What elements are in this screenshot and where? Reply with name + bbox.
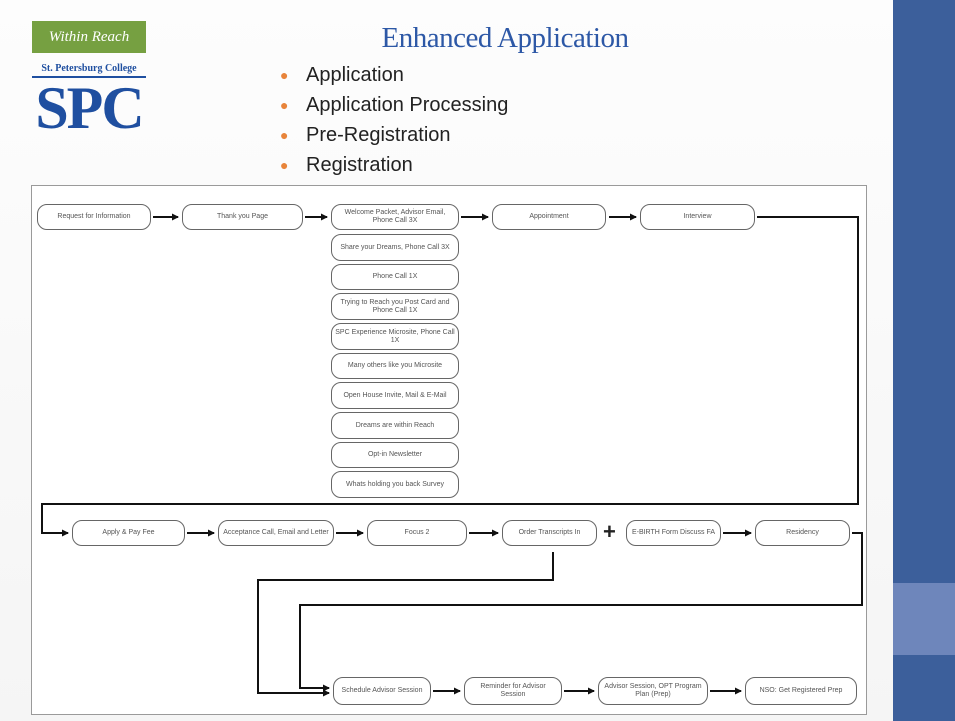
bullet-item: ● Application Processing [280, 90, 508, 120]
flow-node: Schedule Advisor Session [333, 677, 431, 705]
logo-tagline: Within Reach [32, 21, 146, 53]
flow-node: Reminder for Advisor Session [464, 677, 562, 705]
flow-node: Trying to Reach you Post Card and Phone … [331, 293, 459, 320]
flow-node: Open House Invite, Mail & E-Mail [331, 382, 459, 409]
bullet-item: ● Application [280, 60, 508, 90]
flow-node: Share your Dreams, Phone Call 3X [331, 234, 459, 261]
bullet-text: Application Processing [306, 94, 509, 116]
flow-node: Apply & Pay Fee [72, 520, 185, 546]
flow-node: Focus 2 [367, 520, 467, 546]
flow-node: Acceptance Call, Email and Letter [218, 520, 334, 546]
connector-transcripts-to-schedule [257, 552, 554, 697]
flow-node: Thank you Page [182, 204, 303, 230]
bullet-text: Application [306, 64, 404, 86]
accent-stripe [893, 583, 955, 655]
flow-node: Welcome Packet, Advisor Email, Phone Cal… [331, 204, 459, 230]
bullet-item: ● Pre-Registration [280, 120, 508, 150]
flow-node: Many others like you Microsite [331, 353, 459, 379]
flow-node: Phone Call 1X [331, 264, 459, 290]
flow-node: Request for Information [37, 204, 151, 230]
flow-node: NSO: Get Registered Prep [745, 677, 857, 705]
bullet-text: Registration [306, 154, 413, 176]
flow-node: Order Transcripts In [502, 520, 597, 546]
flow-node: E-BIRTH Form Discuss FA [626, 520, 721, 546]
logo-wordmark: SPC [35, 75, 144, 141]
flow-node: Whats holding you back Survey [331, 471, 459, 498]
bullet-item: ● Registration [280, 150, 508, 180]
slide-title: Enhanced Application [381, 22, 629, 54]
bullet-list: ● Application ● Application Processing ● Pr… [280, 60, 508, 180]
bullet-text: Pre-Registration [306, 124, 451, 146]
flow-node: Appointment [492, 204, 606, 230]
plus-sign: + [603, 519, 616, 544]
connector-interview-to-apply [41, 216, 859, 537]
flow-node: Interview [640, 204, 755, 230]
flow-node: Residency [755, 520, 850, 546]
flow-node: Dreams are within Reach [331, 412, 459, 439]
flow-node: Opt-in Newsletter [331, 442, 459, 468]
bullet-dot-icon: ● [280, 157, 289, 173]
logo-college-name: St. Petersburg College [41, 63, 137, 74]
logo-divider [32, 76, 146, 78]
bullet-dot-icon: ● [280, 67, 289, 83]
connector-residency-to-schedule [299, 532, 863, 692]
bullet-dot-icon: ● [280, 127, 289, 143]
bullet-dot-icon: ● [280, 97, 289, 113]
right-accent-bar [893, 0, 955, 721]
flow-node: Advisor Session, OPT Program Plan (Prep) [598, 677, 708, 705]
flow-node: SPC Experience Microsite, Phone Call 1X [331, 323, 459, 350]
